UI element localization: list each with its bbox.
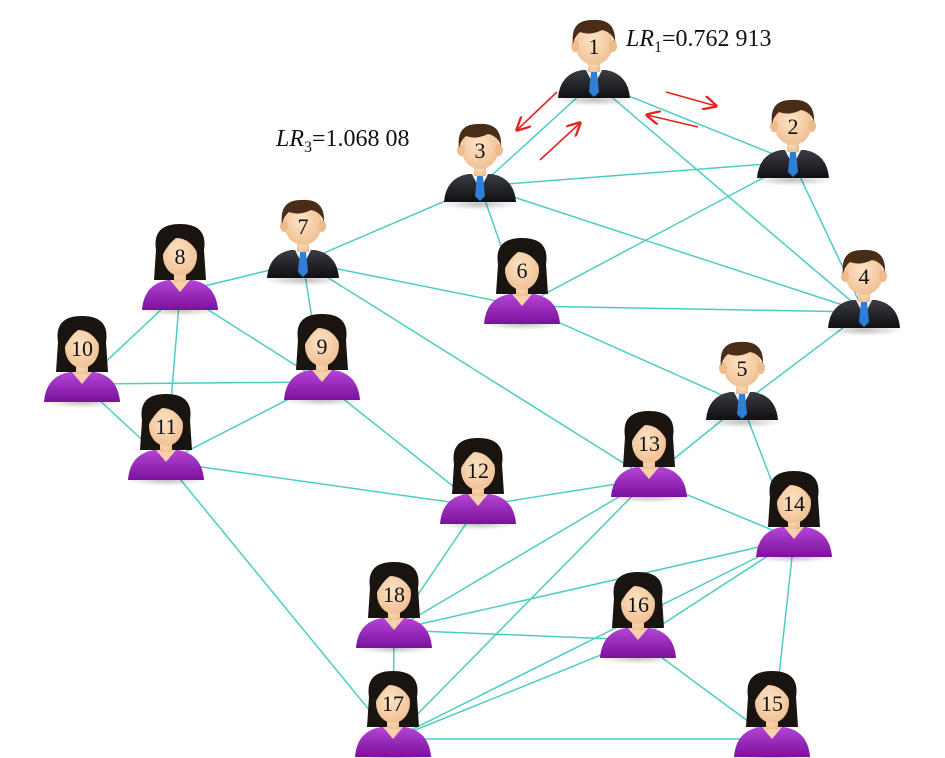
hair: [458, 123, 502, 148]
hair: [572, 19, 616, 44]
person-node-13[interactable]: 13: [609, 411, 689, 503]
person-node-10[interactable]: 10: [42, 316, 122, 408]
node-label: 2: [788, 114, 799, 139]
arrow-1-to-3: [517, 91, 558, 130]
edge-1-4: [593, 81, 865, 313]
shirt-body: [355, 727, 431, 757]
edge-18-14: [393, 538, 795, 631]
hair-fringe: [775, 477, 812, 503]
node-label: 14: [783, 491, 805, 516]
hair-fringe: [630, 417, 667, 443]
hair-fringe: [503, 244, 540, 270]
node-label: 11: [155, 414, 176, 439]
person-node-18[interactable]: 18: [354, 562, 434, 654]
shirt-body: [44, 372, 120, 402]
shirt-body: [611, 467, 687, 497]
node-label: 7: [298, 214, 309, 239]
shirt-body: [356, 618, 432, 648]
person-node-14[interactable]: 14: [754, 471, 834, 563]
shirt-body: [128, 450, 204, 480]
person-node-4[interactable]: 4: [824, 249, 904, 336]
person-node-12[interactable]: 12: [438, 438, 518, 530]
node-label: 9: [317, 334, 328, 359]
shirt-body: [600, 628, 676, 658]
person-node-6[interactable]: 6: [482, 238, 562, 330]
hair: [720, 341, 764, 366]
person-node-15[interactable]: 15: [732, 671, 812, 758]
person-node-2[interactable]: 2: [753, 99, 833, 186]
hair: [281, 199, 325, 224]
person-node-1[interactable]: 1: [554, 19, 634, 106]
shirt-body: [284, 370, 360, 400]
edge-2-6: [521, 161, 794, 307]
edge-10-9: [81, 381, 323, 385]
edge-11-17: [165, 461, 394, 740]
node-label: 6: [517, 258, 528, 283]
edge-13-17: [392, 478, 650, 740]
edge-18-16: [393, 629, 639, 641]
node-label: 13: [638, 431, 660, 456]
shirt-body: [440, 494, 516, 524]
hair-fringe: [147, 400, 184, 426]
shirt-body: [142, 280, 218, 310]
edge-3-2: [479, 161, 794, 187]
hair-fringe: [161, 230, 198, 256]
edge-14-17: [392, 538, 795, 740]
edge-3-4: [479, 185, 865, 313]
edge-11-12: [165, 461, 479, 507]
hair-fringe: [753, 677, 790, 703]
person-node-17[interactable]: 17: [353, 671, 433, 758]
person-node-9[interactable]: 9: [282, 314, 362, 406]
shirt-body: [756, 527, 832, 557]
node-label: 1: [589, 34, 600, 59]
arrow-2-to-1: [647, 115, 699, 128]
node-label: 15: [761, 691, 783, 716]
hair-fringe: [63, 322, 100, 348]
person-node-16[interactable]: 16: [598, 572, 678, 664]
lr3-annotation: LR3=1.068 08: [275, 126, 410, 156]
shirt-body: [484, 294, 560, 324]
edge-16-17: [392, 639, 639, 740]
edge-6-4: [521, 305, 865, 313]
person-node-5[interactable]: 5: [702, 341, 782, 428]
node-label: 3: [475, 138, 486, 163]
node-label: 8: [175, 244, 186, 269]
node-label: 10: [71, 336, 93, 361]
hair-fringe: [374, 677, 411, 703]
hair-fringe: [303, 320, 340, 346]
person-node-3[interactable]: 3: [440, 123, 520, 210]
hair: [842, 249, 886, 274]
hair: [771, 99, 815, 124]
edge-7-6: [302, 261, 523, 307]
lr1-annotation: LR1=0.762 913: [625, 26, 772, 56]
person-node-7[interactable]: 7: [263, 199, 343, 286]
node-label: 4: [859, 264, 870, 289]
hair-fringe: [619, 578, 656, 604]
arrow-3-to-1: [539, 123, 580, 161]
person-node-8[interactable]: 8: [140, 224, 220, 316]
node-label: 18: [383, 582, 405, 607]
hair-fringe: [459, 444, 496, 470]
node-label: 12: [467, 458, 489, 483]
hair-fringe: [375, 568, 412, 594]
node-label: 5: [737, 356, 748, 381]
shirt-body: [734, 727, 810, 757]
node-label: 17: [382, 691, 404, 716]
influence-arrows: [517, 91, 716, 161]
arrow-1-to-2: [665, 91, 716, 106]
node-label: 16: [627, 592, 649, 617]
edge-13-18: [393, 478, 650, 631]
edge-7-13: [302, 261, 650, 480]
person-node-11[interactable]: 11: [126, 394, 206, 486]
